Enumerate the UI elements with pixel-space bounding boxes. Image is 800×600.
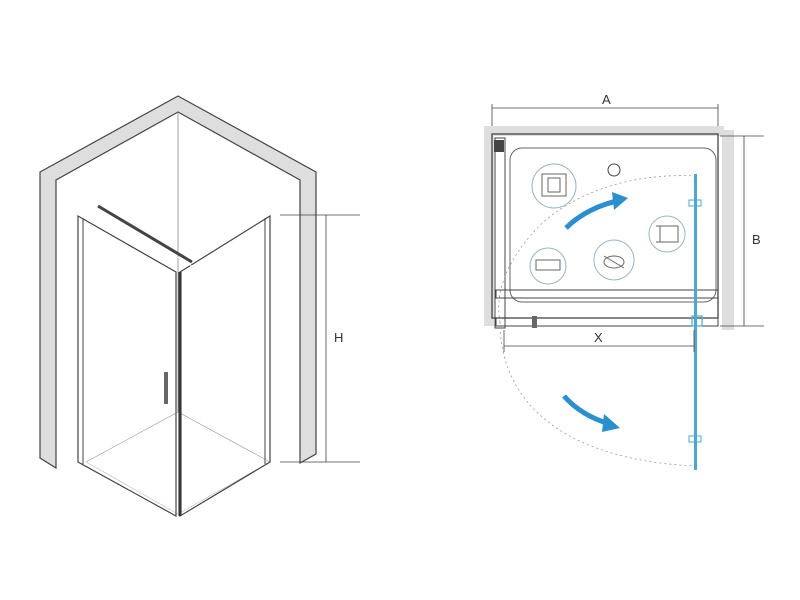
seal-left [532, 316, 537, 328]
glass-door-panel [77, 214, 177, 518]
width-dimension: A [491, 92, 719, 126]
handle-icon [593, 239, 635, 281]
door-hinge-bottom [688, 435, 702, 443]
opening-dimension: X [503, 330, 695, 352]
width-label: A [602, 92, 611, 107]
hinge-icon [531, 163, 577, 209]
depth-dimension: B [720, 135, 764, 327]
height-label: H [334, 330, 343, 345]
open-outward-arrow [562, 394, 611, 427]
drain-icon [607, 163, 621, 177]
plan-view: A B X [484, 92, 764, 470]
fixed-panel-profile [495, 317, 719, 327]
back-wall [39, 95, 317, 470]
shower-floor-front [85, 461, 271, 515]
wall-profile [494, 137, 506, 329]
swing-door-glass [694, 174, 697, 470]
open-outward-arrowhead [602, 414, 620, 432]
fixed-glass-panel [179, 214, 271, 518]
depth-label: B [752, 232, 761, 247]
door-hinge-top [688, 199, 702, 207]
stabilizer-bar-inner [97, 209, 193, 267]
open-inward-arrowhead [612, 192, 628, 210]
door-handle [164, 372, 168, 404]
fixed-panel-plan [495, 289, 719, 299]
door-swing-inward-arc [498, 175, 697, 323]
stabilizer-bar [97, 204, 193, 264]
wall-profile-top [494, 140, 504, 152]
shower-floor [85, 411, 271, 463]
right-wall [722, 130, 734, 330]
wall-profile-icon [529, 247, 567, 285]
bracket-icon [648, 215, 686, 253]
opening-label: X [594, 330, 603, 345]
door-pivot [691, 315, 703, 327]
top-wall [484, 126, 724, 136]
isometric-view: H [39, 95, 360, 518]
left-wall [484, 126, 494, 326]
height-dimension: H [280, 214, 360, 463]
shower-tray-inner [509, 147, 717, 303]
